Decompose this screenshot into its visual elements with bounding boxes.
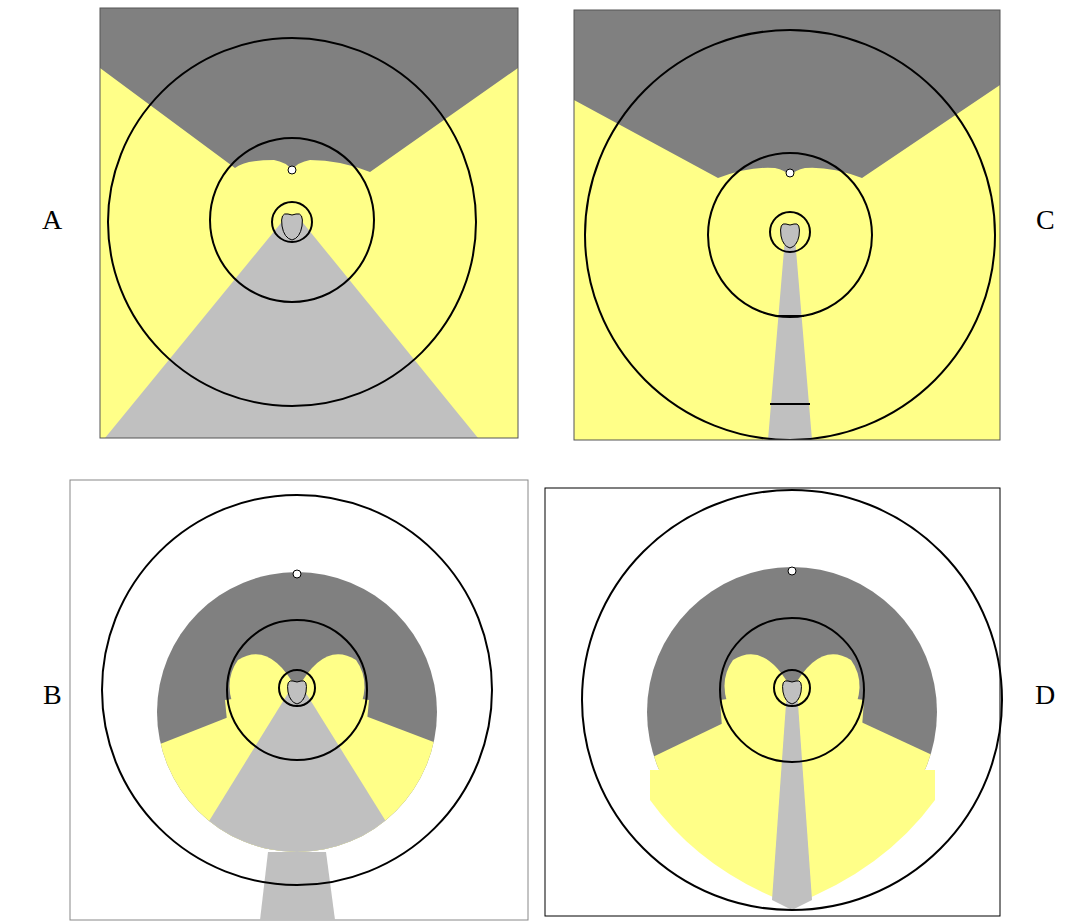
panel-label: D: [1035, 681, 1055, 709]
panel-label: A: [42, 206, 62, 234]
panel-label: B: [43, 681, 62, 709]
panel-a: [100, 8, 518, 438]
panel-b: [70, 480, 528, 920]
panel-label: C: [1036, 206, 1055, 234]
panel-c: [574, 10, 1000, 440]
panel-d: [545, 488, 1002, 916]
